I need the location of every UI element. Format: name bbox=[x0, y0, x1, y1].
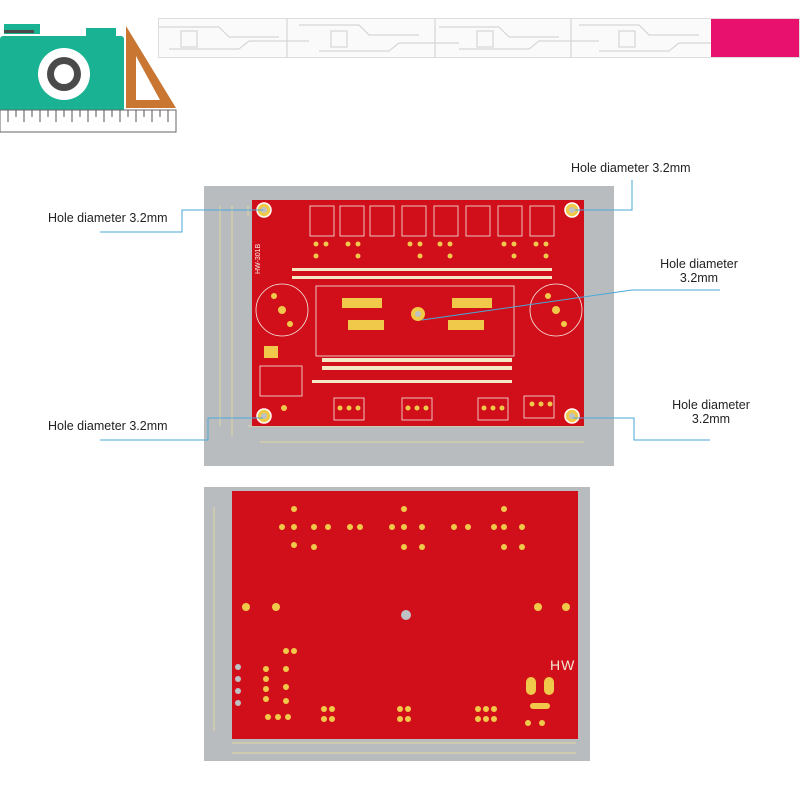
annotation-label: Hole diameter bbox=[48, 211, 126, 225]
board-model-label: HW-301B bbox=[255, 243, 262, 274]
annotation-mid-right: Hole diameter 3.2mm bbox=[654, 257, 744, 285]
annotation-value: 3.2mm bbox=[691, 412, 731, 426]
camera-ruler-logo bbox=[0, 16, 178, 136]
pcb-front-board: HW-301B bbox=[252, 200, 584, 426]
annotation-label: Hole diameter bbox=[48, 419, 126, 433]
circuit-pattern bbox=[159, 19, 715, 57]
pcb-back-board: HW bbox=[232, 491, 584, 739]
pcb-front-photo: HW-301B bbox=[204, 186, 614, 466]
annotation-value: 3.2mm bbox=[129, 211, 168, 225]
pcb-back-pads bbox=[235, 506, 584, 726]
annotation-top-right: Hole diameter 3.2mm bbox=[571, 161, 691, 175]
annotation-label: Hole diameter bbox=[660, 257, 738, 271]
pcb-back-photo: HW bbox=[204, 487, 590, 761]
annotation-label: Hole diameter bbox=[672, 398, 750, 412]
camera-ruler-icon bbox=[0, 24, 177, 133]
circuit-banner bbox=[158, 18, 800, 58]
annotation-bottom-right: Hole diameter 3.2mm bbox=[666, 398, 756, 426]
pcb-front-traces: HW-301B bbox=[255, 202, 583, 424]
back-dimension-lines bbox=[213, 507, 576, 754]
annotation-bottom-left: Hole diameter 3.2mm bbox=[48, 419, 168, 433]
back-board-mark: HW bbox=[550, 657, 576, 673]
annotation-value: 3.2mm bbox=[652, 161, 691, 175]
annotation-top-left: Hole diameter 3.2mm bbox=[48, 211, 168, 225]
dimension-lines bbox=[219, 206, 584, 443]
annotation-value: 3.2mm bbox=[129, 419, 168, 433]
annotation-label: Hole diameter bbox=[571, 161, 649, 175]
annotation-value: 3.2mm bbox=[679, 271, 719, 285]
banner-accent-block bbox=[711, 19, 799, 57]
